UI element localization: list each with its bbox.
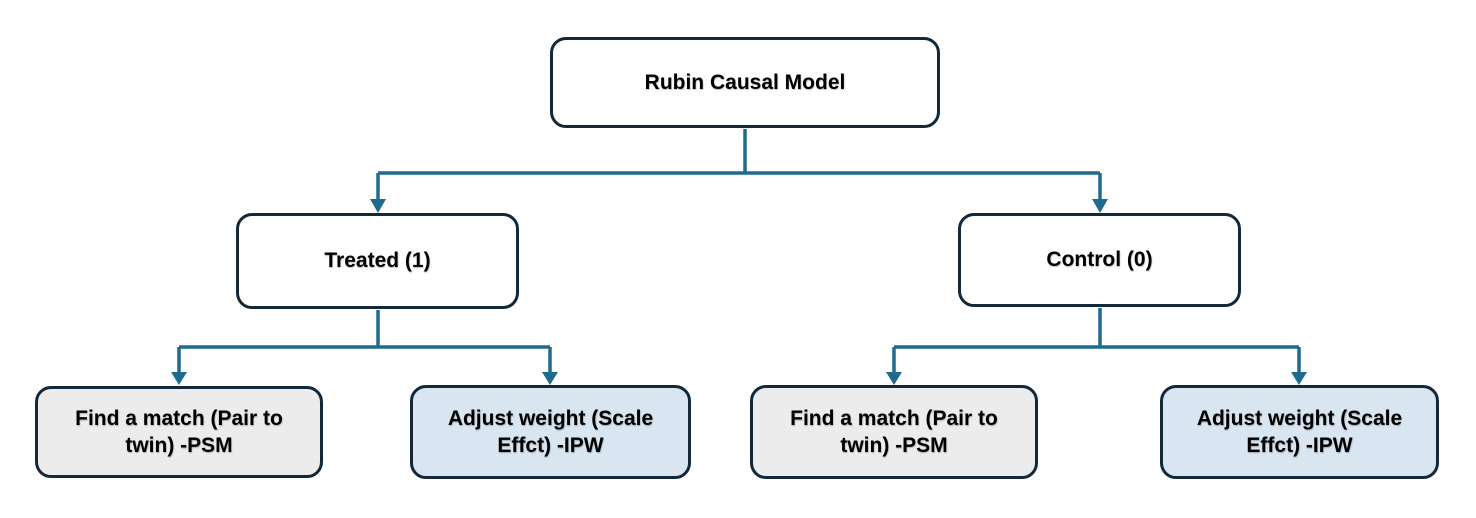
arrowhead-control-match	[886, 372, 902, 385]
arrowhead-treated-match	[171, 372, 187, 385]
node-label: Treated (1)	[324, 249, 431, 273]
node-label: Control (0)	[1046, 248, 1153, 272]
arrowhead-treated-weight	[542, 372, 558, 385]
arrowhead-treated	[370, 199, 386, 213]
node-label: Find a match (Pair to twin) -PSM	[75, 406, 283, 457]
node-control-adjust-weight-ipw: Adjust weight (Scale Effct) -IPW	[1160, 385, 1439, 479]
node-control: Control (0)	[958, 213, 1241, 307]
connector-control-to-children	[886, 308, 1307, 385]
connector-root-to-children	[370, 129, 1108, 213]
connector-treated-to-children	[171, 310, 558, 385]
node-label: Adjust weight (Scale Effct) -IPW	[447, 406, 654, 457]
node-control-find-match-psm: Find a match (Pair to twin) -PSM	[750, 385, 1038, 479]
arrowhead-control-weight	[1291, 372, 1307, 385]
node-rubin-causal-model: Rubin Causal Model	[550, 37, 940, 128]
node-label: Rubin Causal Model	[644, 70, 846, 94]
node-label: Adjust weight (Scale Effct) -IPW	[1196, 406, 1403, 457]
node-label: Find a match (Pair to twin) -PSM	[790, 406, 998, 457]
node-treated-adjust-weight-ipw: Adjust weight (Scale Effct) -IPW	[410, 385, 691, 479]
arrowhead-control	[1092, 199, 1108, 213]
node-treated-find-match-psm: Find a match (Pair to twin) -PSM	[35, 386, 323, 478]
node-treated: Treated (1)	[236, 213, 519, 309]
